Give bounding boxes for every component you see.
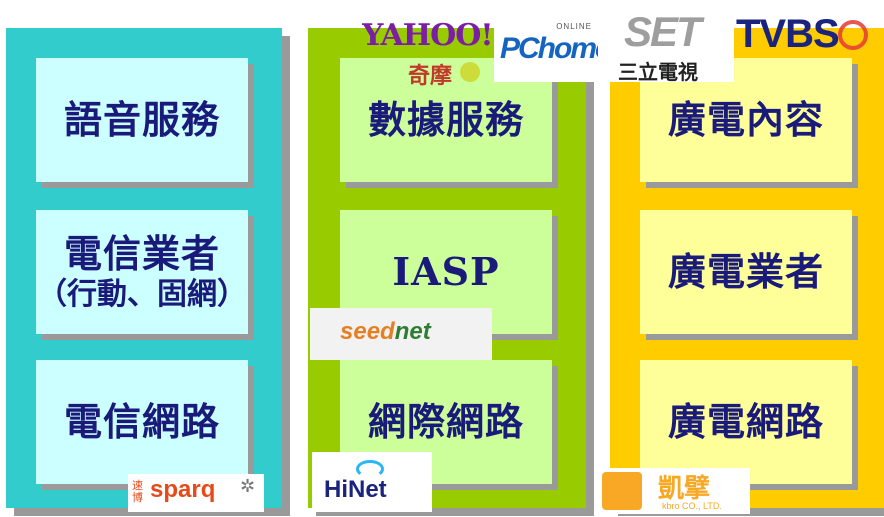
sparq-star-icon: ✲ [240, 476, 256, 496]
voice-service-box: 語音服務 [36, 58, 248, 182]
telecom-operator-label: 電信業者 [63, 231, 220, 276]
kimo-logo-text: 奇摩 [408, 63, 453, 86]
tvbs-logo: TVBS [734, 12, 874, 64]
set-logo-text: SET [624, 8, 702, 55]
hinet-swoosh-icon [356, 460, 384, 478]
telecom-operator-sublabel: （行動、固網） [37, 277, 247, 312]
broadcast-operator-label: 廣電業者 [667, 249, 824, 294]
kbro-company-text: kbro CO., LTD. [662, 501, 722, 511]
voice-service-label: 語音服務 [63, 97, 220, 142]
kimo-smile-icon [460, 62, 480, 82]
telecom-operator-box: 電信業者 （行動、固網） [36, 210, 248, 334]
set-channel-name: 三立電視 [618, 62, 698, 82]
sparq-logo: 速博 sparq ✲ [128, 474, 264, 512]
kbro-emblem-icon [602, 472, 642, 510]
iasp-label: IASP [392, 249, 500, 294]
broadcast-content-label: 廣電內容 [667, 97, 824, 142]
seednet-logo: seednet [310, 308, 492, 360]
sparq-logo-text: sparq [150, 476, 216, 503]
yahoo-logo-text: YAHOO! [362, 18, 492, 53]
internet-label: 網際網路 [367, 399, 524, 444]
hinet-logo-text: HiNet [324, 476, 387, 503]
hinet-logo: HiNet [312, 452, 432, 512]
kbro-logo: 凱擘 kbro CO., LTD. [598, 468, 750, 514]
tvbs-logo-text: TVBS [736, 12, 840, 56]
telecom-network-label: 電信網路 [63, 399, 220, 444]
yahoo-kimo-logo: YAHOO! 奇摩 [362, 14, 492, 86]
data-service-label: 數據服務 [367, 97, 524, 142]
seednet-net-text: net [394, 318, 431, 345]
telecom-network-box: 電信網路 [36, 360, 248, 484]
kbro-logo-text: 凱擘 [658, 473, 711, 503]
broadcast-network-box: 廣電網路 [640, 360, 852, 484]
broadcast-operator-box: 廣電業者 [640, 210, 852, 334]
broadcast-network-label: 廣電網路 [667, 399, 824, 444]
sparq-chinese-text: 速博 [132, 480, 143, 504]
set-tv-logo: SET 三立電視 [598, 6, 734, 82]
pchome-logo-text: PChome [500, 32, 598, 65]
pchome-logo: ONLINE PChome [494, 14, 598, 82]
seednet-seed-text: seed [340, 318, 395, 345]
pchome-online-text: ONLINE [556, 22, 592, 31]
tvbs-red-accent [838, 20, 868, 50]
